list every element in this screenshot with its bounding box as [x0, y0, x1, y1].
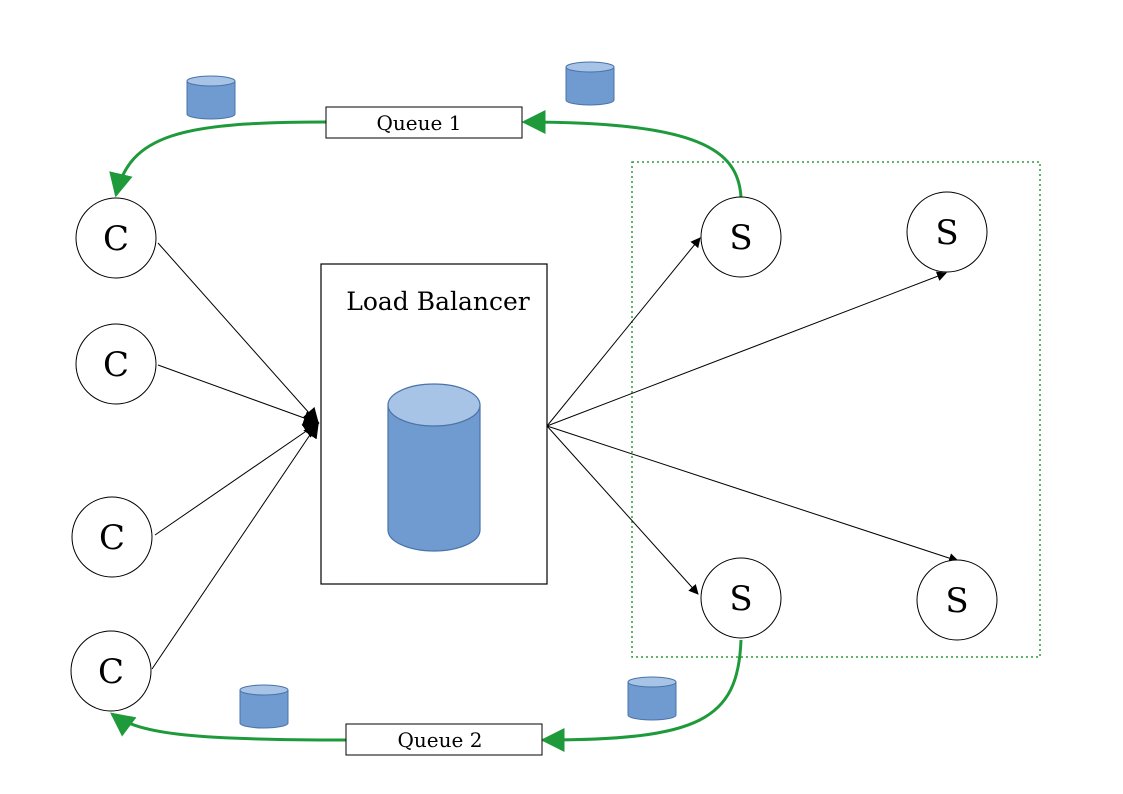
client-request-arrow	[154, 422, 320, 536]
queue-1-flow	[109, 110, 743, 198]
server-label: S	[945, 581, 968, 621]
message-cylinder-icon	[565, 61, 615, 106]
dispatch-arrow	[546, 425, 959, 563]
client-label: C	[103, 219, 129, 259]
client-node[interactable]: C	[71, 496, 153, 578]
client-node[interactable]: C	[75, 197, 157, 279]
server-label: S	[935, 213, 958, 253]
queue-2-delivery-path	[110, 712, 347, 742]
message-cylinder-icon	[627, 676, 677, 721]
client-request-arrow	[157, 364, 320, 426]
queue-1-delivery-path	[109, 120, 327, 198]
load-balancer-database-icon	[387, 383, 481, 552]
server-label: S	[729, 218, 752, 258]
queue-1-label: Queue 1	[377, 111, 462, 135]
message-cylinder-icon	[239, 684, 289, 729]
load-balancer[interactable]: Load Balancer	[320, 263, 548, 585]
server-group-boundary	[631, 161, 1041, 658]
dispatch-arrow	[546, 271, 947, 427]
dispatch-arrow	[546, 425, 699, 595]
server-node[interactable]: S	[700, 557, 782, 639]
client-label: C	[98, 652, 124, 692]
client-node[interactable]: C	[70, 630, 152, 712]
server-node[interactable]: S	[700, 196, 782, 278]
client-request-arrow	[157, 242, 320, 425]
client-label: C	[99, 518, 125, 558]
client-node[interactable]: C	[75, 323, 157, 405]
queue-2-flow	[110, 639, 743, 752]
client-requests	[151, 242, 320, 670]
queue-2[interactable]: Queue 2	[345, 723, 543, 756]
message-cylinder-icon	[186, 75, 236, 120]
client-request-arrow	[151, 421, 319, 670]
queue-2-label: Queue 2	[398, 728, 483, 752]
load-balancer-label: Load Balancer	[346, 287, 530, 316]
server-node[interactable]: S	[916, 559, 998, 641]
server-label: S	[729, 579, 752, 619]
dispatch-arrow	[546, 237, 701, 427]
server-node[interactable]: S	[906, 191, 988, 273]
client-label: C	[103, 345, 129, 385]
queue-1-return-path	[521, 110, 743, 198]
queue-1[interactable]: Queue 1	[325, 106, 523, 139]
dispatch-arrows	[546, 237, 959, 595]
queue-2-return-path	[540, 639, 743, 752]
